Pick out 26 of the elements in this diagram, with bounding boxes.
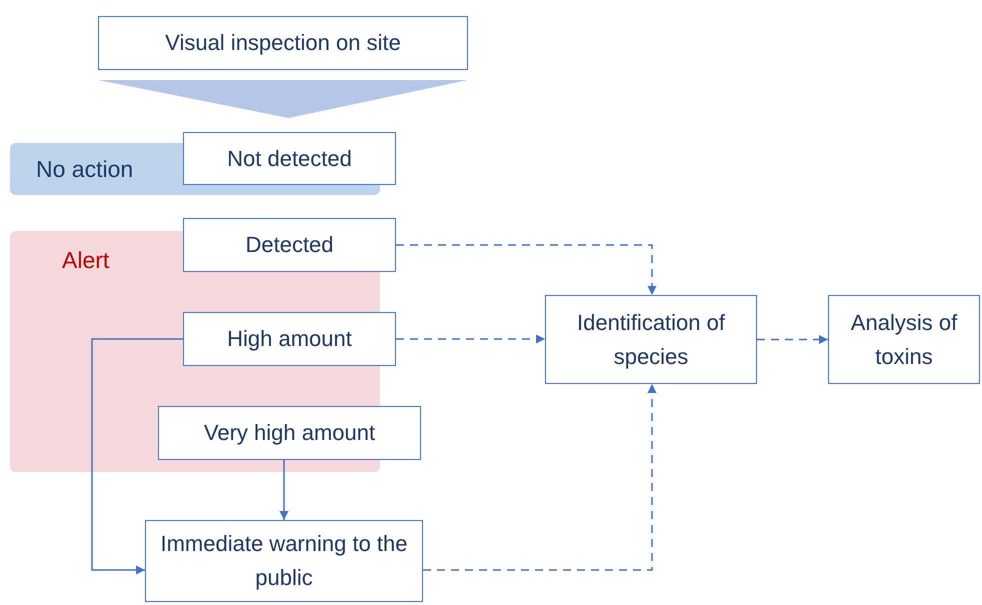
box-label: Immediate warning to the public — [159, 530, 409, 592]
process-box — [183, 218, 396, 272]
group-band — [10, 143, 183, 195]
arrow — [423, 384, 656, 571]
box-label: Visual inspection on site — [165, 29, 401, 57]
arrow — [91, 338, 183, 574]
box-label: Identification of species — [576, 308, 726, 371]
process-box — [183, 312, 396, 366]
box-label: Detected — [245, 231, 334, 259]
box-label: High amount — [227, 325, 352, 353]
process-box — [545, 295, 757, 384]
box-label: Analysis of toxins — [850, 308, 958, 370]
process-box — [98, 16, 468, 70]
funnel-triangle — [98, 80, 468, 118]
box-label: Very high amount — [204, 419, 376, 447]
arrow — [396, 244, 656, 295]
process-box — [145, 520, 423, 602]
band-label: No action — [36, 154, 134, 184]
process-box — [158, 406, 421, 460]
arrow — [396, 334, 545, 344]
process-box — [183, 132, 396, 185]
process-box — [828, 295, 980, 384]
arrow — [280, 460, 288, 520]
band-label: Alert — [62, 246, 110, 275]
arrow — [757, 335, 828, 344]
box-label: Not detected — [227, 144, 352, 172]
